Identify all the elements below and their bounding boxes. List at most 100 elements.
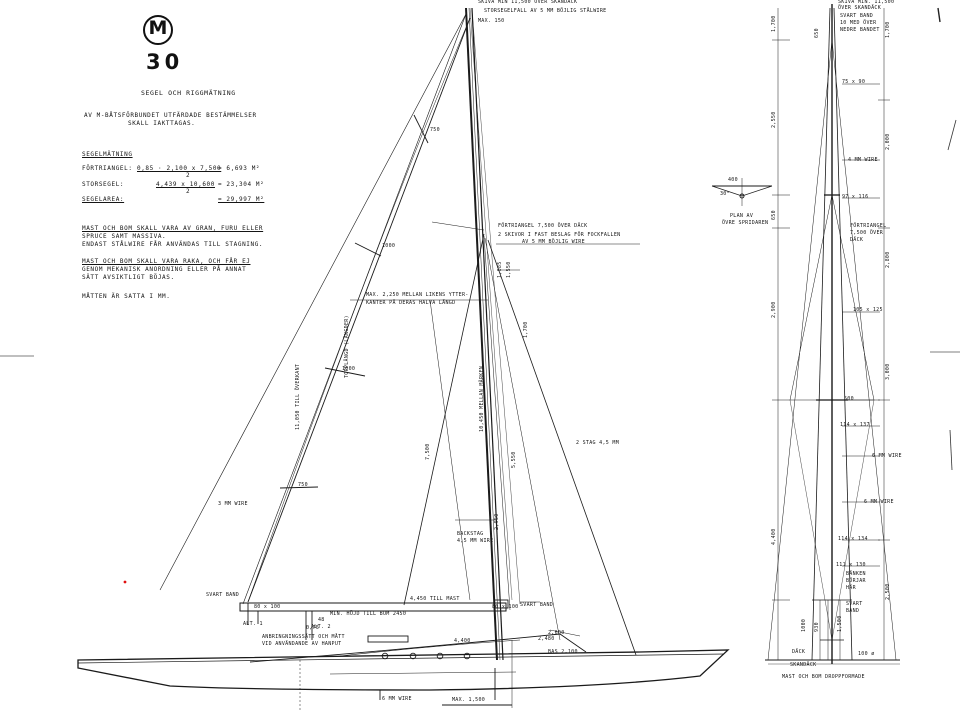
dim-2480: 2,480 bbox=[538, 636, 555, 642]
left-dim-650b: 650 bbox=[771, 210, 777, 220]
sheaves-label: 2 SKIVOR I FAST BESLAG FÖR FOCKFALLEN bbox=[498, 232, 621, 238]
mast-rule-2: SPRUCE SAMT MASSIVA. bbox=[82, 233, 167, 240]
units-note: MÅTTEN ÄR SATTA I MM. bbox=[82, 293, 171, 300]
fore-divisor: 2 bbox=[186, 172, 191, 179]
dim-075: 0,75 bbox=[306, 625, 320, 631]
fore-label: FÖRTRIANGEL: bbox=[82, 165, 133, 172]
main-divisor: 2 bbox=[186, 188, 191, 195]
min-height-label: MIN. HÖJD TILL BOM 2450 bbox=[330, 611, 407, 617]
svart-band-top-1: SVART BAND bbox=[840, 13, 874, 19]
alt-2-label: ALT. 2 bbox=[311, 624, 331, 630]
bench-label-1: BÄNKEN bbox=[846, 571, 866, 577]
section-100-diam: 100 ø bbox=[858, 651, 875, 657]
wire-4mm-label: 4 MM WIRE bbox=[848, 157, 878, 163]
left-dim-1700: 1,700 bbox=[771, 15, 777, 32]
dim-1000b: 1000 bbox=[342, 366, 356, 372]
svart-band-top-2: 10 MED ÖVER bbox=[840, 20, 877, 26]
area-label: SEGELAREA: bbox=[82, 196, 125, 203]
right-dim-3000: 3,000 bbox=[885, 363, 891, 380]
detail-footer: MAST OCH BOM DROPPFORMADE bbox=[782, 674, 865, 680]
svart-band-mast-label: SVART BAND bbox=[520, 602, 554, 608]
max-head-label: MAX. 150 bbox=[478, 18, 505, 24]
mast-distance-label: 10,450 MELLAN MÄRKEN bbox=[479, 365, 485, 432]
fore-result: = 6,693 M² bbox=[218, 165, 261, 172]
straight-rule-3: SÄTT AVSIKTLIGT BÖJAS. bbox=[82, 274, 175, 281]
mast-rule-1: MAST OCH BOM SKALL VARA AV GRAN, FURU EL… bbox=[82, 225, 264, 232]
rules-intro-1: AV M-BÅTSFÖRBUNDET UTFÄRDADE BESTÄMMELSE… bbox=[84, 112, 257, 119]
max-foot-label: MAX. 1,500 bbox=[452, 697, 486, 703]
plan-width-label: 400 bbox=[728, 177, 738, 183]
fitting-label-1: ANBRINGNINGSSÄTT OCH MÅTT bbox=[262, 634, 345, 640]
alt-1-label: ALT. 1 bbox=[243, 621, 263, 627]
dim-2950: 2,950 bbox=[494, 513, 500, 530]
fore-triangle-3: DÄCK bbox=[850, 237, 864, 243]
drawing-title: SEGEL OCH RIGGMÄTNING bbox=[141, 89, 236, 97]
dim-1700: 1,700 bbox=[523, 321, 529, 338]
dim-7500: 7,500 bbox=[425, 443, 431, 460]
svart-band-top-3: NEDRE BANDET bbox=[840, 27, 880, 33]
bench-label-2: BÖRJAR bbox=[846, 578, 866, 584]
backstay-wire-label: 4,5 MM WIRE bbox=[457, 538, 494, 544]
section-114x134: 114 x 134 bbox=[838, 536, 868, 542]
right-dim-2000: 2,000 bbox=[885, 133, 891, 150]
main-label: STORSEGEL: bbox=[82, 181, 125, 188]
fore-formula: 0,85 · 2,100 x 7,500 bbox=[137, 165, 222, 172]
svart-band-boom-label: SVART BAND bbox=[206, 592, 240, 598]
area-result: = 29,997 M² bbox=[218, 196, 265, 203]
dim-5550: 5,550 bbox=[511, 451, 517, 468]
boom-section-label: 80 x 100 bbox=[254, 604, 281, 610]
plan-label-1: PLAN AV bbox=[730, 213, 754, 219]
sheave-label-1: SKIVA MIN. 11,500 bbox=[838, 0, 895, 5]
bench-label-3: HÄR bbox=[846, 585, 856, 591]
dim-1000a: 1000 bbox=[382, 243, 396, 249]
section-111x130: 111 x 130 bbox=[836, 562, 866, 568]
svart-band-low-2: BAND bbox=[846, 608, 860, 614]
left-dim-2900: 2,900 bbox=[771, 301, 777, 318]
base-label: BAS 2,100 bbox=[548, 649, 578, 655]
dim-2600: 2,600 bbox=[548, 630, 565, 636]
boom-distance-label: 4,450 TILL MAST bbox=[410, 596, 460, 602]
plan-label-2: ÖVRE SPRIDAREN bbox=[722, 220, 769, 226]
dim-48: 48 bbox=[318, 617, 325, 623]
sheaves-wire-label: AV 5 MM BÖJLIG WIRE bbox=[522, 239, 585, 245]
fore-triangle-label: FÖRTRIANGEL 7,500 ÖVER DÄCK bbox=[498, 223, 588, 229]
dim-1550: 1,550 bbox=[506, 261, 512, 278]
skandack-label: SKANDÄCK bbox=[790, 662, 817, 668]
logo-letter: M bbox=[148, 17, 168, 39]
right-dim-2800: 2,800 bbox=[885, 251, 891, 268]
section-114x137: 114 x 137 bbox=[840, 422, 870, 428]
right-dim-1500: 1,500 bbox=[837, 615, 843, 632]
rules-intro-2: SKALL IAKTTAGAS. bbox=[128, 120, 196, 127]
wire-rule: ENDAST STÅLWIRE FÅR ANVÄNDAS TILL STAGNI… bbox=[82, 241, 264, 248]
deck-label: DÄCK bbox=[792, 649, 806, 655]
right-dim-1700: 1,700 bbox=[885, 21, 891, 38]
spreader-500: 500 bbox=[844, 396, 854, 402]
left-dim-1000: 1000 bbox=[801, 618, 807, 632]
wire-6mm-b-label: 6 MM WIRE bbox=[864, 499, 894, 505]
svart-band-low-1: SVART bbox=[846, 601, 863, 607]
wire-6mm-a-label: 6 MM WIRE bbox=[872, 453, 902, 459]
class-number: 30 bbox=[146, 50, 184, 74]
deck-length-label: 4,400 bbox=[454, 638, 471, 644]
batten-max-label-2: KANTER PÅ DERAS HALVA LÄNGD bbox=[366, 300, 456, 306]
stay-label: 2 STAG 4,5 MM bbox=[576, 440, 620, 446]
plan-angle-label: 30° bbox=[720, 191, 730, 197]
sheave-top-label: SKIVA MIN 11,500 ÖVER SKANDÄCK bbox=[478, 0, 578, 5]
section-97x116: 97 x 116 bbox=[842, 194, 869, 200]
straight-rule-1: MAST OCH BOM SKALL VARA RAKA, OCH FÅR EJ bbox=[82, 258, 251, 265]
section-75x90: 75 x 90 bbox=[842, 79, 866, 85]
sheave-label-2: ÖVER SKANDÄCK bbox=[838, 5, 882, 11]
left-dim-4400: 4,400 bbox=[771, 528, 777, 545]
left-dim-650a: 650 bbox=[814, 28, 820, 38]
dim-1085: 1,085 bbox=[497, 261, 503, 278]
mast-section-label: 80 x 100 bbox=[492, 604, 519, 610]
leech-length-label: 11,050 TILL ÖVERKANT bbox=[295, 363, 301, 430]
fore-triangle-2: 7,500 ÖVER bbox=[850, 230, 884, 236]
sail-measure-heading: SEGELMÄTNING bbox=[82, 151, 133, 158]
batten-max-label: MAX. 2,250 MELLAN LIKENS YTTER- bbox=[366, 292, 469, 298]
straight-rule-2: GENOM MEKANISK ANORDNING ELLER PÅ ANNAT bbox=[82, 266, 247, 273]
dim-750b: 750 bbox=[298, 482, 308, 488]
wire-3mm-label: 3 MM WIRE bbox=[218, 501, 248, 507]
